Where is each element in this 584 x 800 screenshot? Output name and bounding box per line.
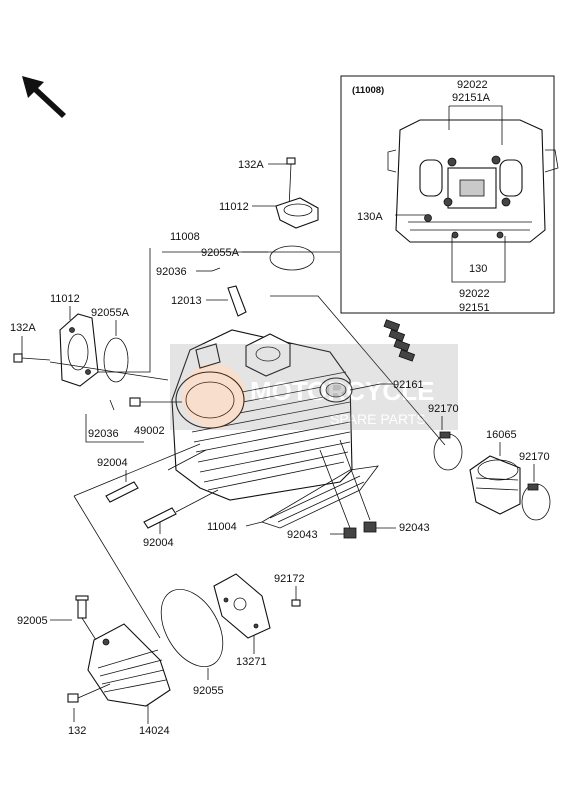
- watermark-sub: SPARE PARTS: [330, 411, 426, 427]
- bolt-92172: 92172: [274, 573, 305, 607]
- clip-92036-left: 92036: [85, 399, 144, 443]
- label-11008: 11008: [170, 231, 200, 243]
- label-13271: 13271: [236, 656, 267, 668]
- o-ring-92055: 92055: [160, 588, 224, 697]
- watermark: MOTORCYCLE SPARE PARTS: [170, 344, 458, 430]
- label-16065: 16065: [486, 429, 517, 441]
- fitting-92005: 92005: [17, 595, 97, 641]
- dowel-92043-b: 92043: [319, 439, 430, 534]
- label-132: 132: [68, 725, 86, 737]
- label-92005: 92005: [17, 615, 48, 627]
- label-49002: 49002: [134, 425, 165, 437]
- inset-label-130A: 130A: [357, 211, 383, 223]
- label-11012-left: 11012: [50, 293, 80, 305]
- clamp-92170-a: 92170: [428, 403, 463, 471]
- label-132A-top: 132A: [238, 159, 264, 171]
- label-92055A-top: 92055A: [201, 247, 240, 259]
- label-92036-top: 92036: [156, 266, 187, 278]
- label-92161: 92161: [393, 379, 424, 391]
- bolt-132A-top: 132A: [238, 157, 296, 209]
- pin-49002: 49002: [129, 397, 182, 437]
- inset-label-130: 130: [469, 263, 487, 275]
- label-14024: 14024: [139, 725, 170, 737]
- inset-label-92151A: 92151A: [452, 92, 491, 104]
- cover-11012-top: 11012: [219, 197, 319, 229]
- holder-16065: 16065: [469, 429, 521, 515]
- cylinder-11008-main: [171, 329, 353, 501]
- inset-panel: (11008) 92022 92151A 130A 130 92022 9215…: [340, 75, 559, 314]
- bolt-132A-left: 132A: [10, 322, 169, 381]
- guide-12013: 12013: [171, 285, 247, 317]
- label-92043-b: 92043: [399, 522, 430, 534]
- label-92036-left: 92036: [88, 428, 119, 440]
- o-ring-92055A-left: 92055A: [91, 307, 130, 383]
- label-92170-a: 92170: [428, 403, 459, 415]
- bolt-132: 132: [67, 683, 111, 737]
- stud-92004-b: 92004: [143, 489, 219, 549]
- cover-14024: 14024: [87, 623, 171, 737]
- inset-label-92022-top: 92022: [457, 79, 488, 91]
- label-92055: 92055: [193, 685, 224, 697]
- label-11004: 11004: [207, 521, 237, 533]
- inset-title: (11008): [352, 85, 384, 96]
- clip-92036-top: 92036: [156, 266, 221, 278]
- inset-cylinder-head-drawing: [387, 119, 559, 243]
- label-92004-a: 92004: [97, 457, 128, 469]
- direction-arrow-icon: [22, 76, 66, 118]
- label-92172: 92172: [274, 573, 305, 585]
- label-11012-top: 11012: [219, 201, 249, 213]
- plate-13271: 13271: [213, 573, 271, 668]
- label-12013: 12013: [171, 295, 202, 307]
- watermark-brand: MOTORCYCLE: [250, 376, 434, 406]
- inset-label-92022-bottom: 92022: [459, 288, 490, 300]
- o-ring-92055A-top: 92055A: [201, 245, 315, 271]
- label-132A-left: 132A: [10, 322, 36, 334]
- stud-92004-a: 92004: [97, 449, 207, 503]
- dowel-92043-a: 92043: [287, 527, 357, 541]
- label-92055A-left: 92055A: [91, 307, 130, 319]
- gasket-11004: 11004: [207, 465, 379, 533]
- label-92004-b: 92004: [143, 537, 174, 549]
- insulator-92161: 92161: [349, 319, 424, 391]
- clamp-92170-b: 92170: [519, 451, 551, 521]
- label-92043-a: 92043: [287, 529, 318, 541]
- inset-label-92151: 92151: [459, 302, 490, 314]
- label-92170-b: 92170: [519, 451, 550, 463]
